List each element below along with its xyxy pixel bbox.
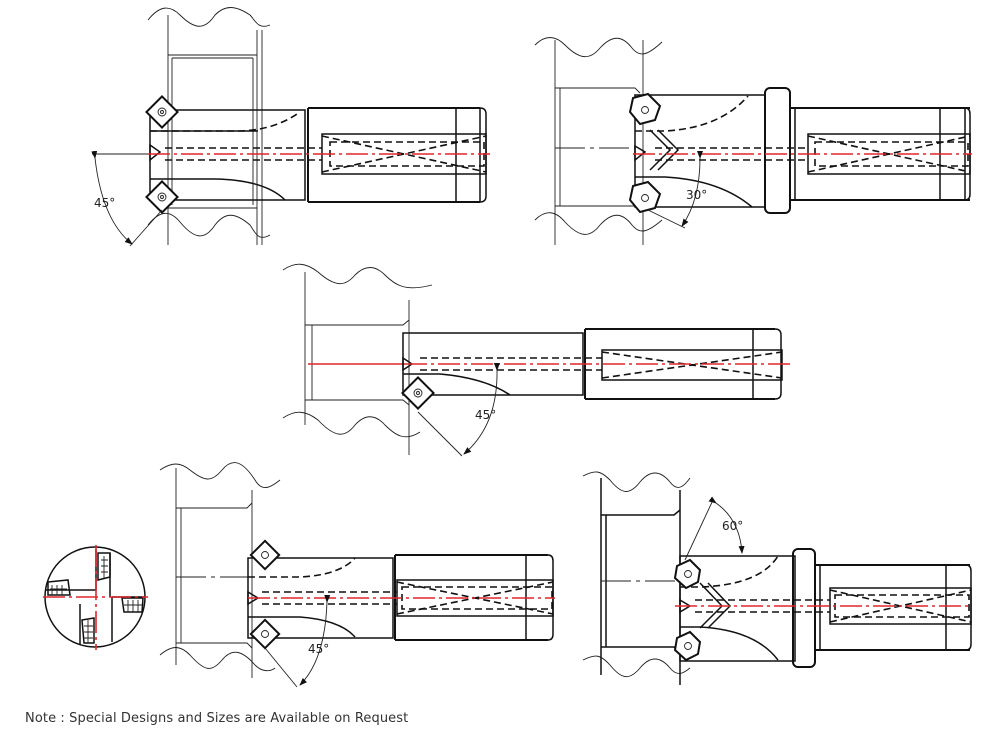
cutting-insert	[401, 376, 435, 410]
workpiece	[534, 37, 663, 245]
cutting-insert-top	[628, 92, 662, 126]
tool-body	[149, 107, 487, 203]
workpiece	[159, 462, 281, 678]
cutting-insert-bottom	[249, 618, 281, 650]
tool-view-1: 45°	[91, 7, 490, 247]
footer-note: Note : Special Designs and Sizes are Ava…	[25, 711, 409, 726]
angle-label: 30°	[686, 188, 707, 202]
angle-dimension: 45°	[264, 594, 331, 688]
angle-label: 45°	[475, 408, 496, 422]
angle-dimension: 45°	[91, 150, 163, 247]
angle-dimension: 45°	[417, 362, 500, 457]
cutting-insert-bottom	[673, 630, 702, 662]
workpiece	[147, 7, 271, 245]
cutting-insert-bottom	[628, 180, 662, 214]
cutting-insert-top	[673, 558, 702, 590]
tool-view-2: 30°	[534, 37, 972, 245]
angle-label: 60°	[722, 519, 743, 533]
tool-body	[679, 548, 972, 668]
cutting-insert-top	[145, 95, 179, 129]
end-view-detail	[43, 545, 148, 650]
angle-dimension: 60°	[684, 496, 745, 561]
angle-label: 45°	[94, 196, 115, 210]
tool-view-4: 45°	[159, 462, 555, 688]
tool-view-3: 45°	[282, 263, 792, 457]
cutting-insert-top	[249, 539, 281, 571]
angle-label: 45°	[308, 642, 329, 656]
workpiece	[282, 263, 433, 455]
workpiece	[582, 471, 691, 685]
angle-dimension: 30°	[647, 150, 707, 229]
tool-view-5: 60°	[582, 471, 972, 685]
cutting-insert-bottom	[145, 180, 179, 214]
